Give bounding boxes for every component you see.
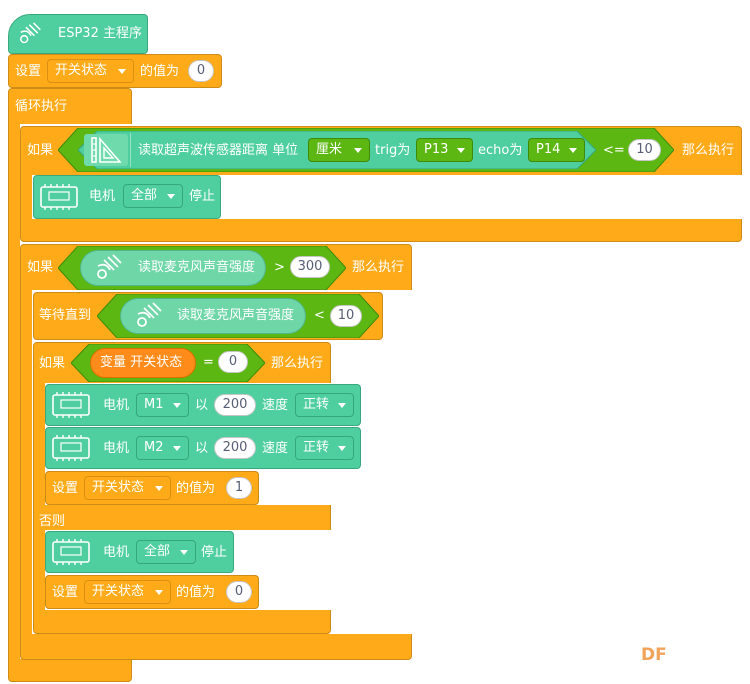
variable-reporter[interactable] <box>90 348 196 378</box>
mic-label-1: 读取麦克风声音强度 <box>138 260 256 275</box>
speed-label: 速度 <box>262 398 289 413</box>
motor-select-value: 全部 <box>131 188 158 203</box>
motor-label: 电机 <box>103 398 130 413</box>
speed-input-m1[interactable]: 200 <box>214 394 256 416</box>
if-1-label: 如果 <box>27 143 54 158</box>
trig-pin-value: P13 <box>424 142 449 157</box>
speed-input-m2[interactable]: 200 <box>214 437 256 459</box>
variable-value: 开关状态 <box>92 584 145 599</box>
if-else-label: 如果 <box>39 356 66 371</box>
motor-select-dropdown-else[interactable]: 全部 <box>136 540 196 564</box>
lt-operator: < <box>314 308 325 323</box>
threshold-input-3[interactable]: 10 <box>330 305 362 327</box>
variable-dropdown[interactable]: 开关状态 <box>47 59 134 83</box>
variable-dropdown[interactable]: 开关状态 <box>84 580 171 604</box>
variable-value: 开关状态 <box>92 480 145 495</box>
signal-wave-icon <box>14 18 48 50</box>
then-label-2: 那么执行 <box>352 260 405 275</box>
echo-pin-dropdown[interactable]: P14 <box>528 138 585 162</box>
signal-wave-icon <box>130 300 170 332</box>
direction-value: 正转 <box>303 440 330 455</box>
ruler-triangle-icon <box>84 134 128 166</box>
threshold-input-2[interactable]: 300 <box>290 256 330 278</box>
compare-value-input[interactable]: 0 <box>218 351 248 373</box>
le-operator: <= <box>603 143 625 158</box>
motor-label: 电机 <box>89 189 116 204</box>
motor-select-value: 全部 <box>144 544 171 559</box>
value-label: 的值为 <box>176 585 216 600</box>
set-value-input[interactable]: 0 <box>226 581 252 603</box>
gt-operator: > <box>274 260 285 275</box>
mic-label-2: 读取麦克风声音强度 <box>177 308 295 323</box>
direction-dropdown-m1[interactable]: 正转 <box>295 393 354 417</box>
then-label-3: 那么执行 <box>271 356 324 371</box>
direction-value: 正转 <box>303 397 330 412</box>
value-label: 的值为 <box>140 64 180 79</box>
trig-pin-dropdown[interactable]: P13 <box>416 138 473 162</box>
signal-wave-icon <box>90 252 130 284</box>
hat-label: ESP32 主程序 <box>58 26 142 41</box>
wait-label: 等待直到 <box>39 308 92 323</box>
motor-select-value: M1 <box>144 397 164 412</box>
else-label: 否则 <box>39 514 66 529</box>
direction-dropdown-m2[interactable]: 正转 <box>295 436 354 460</box>
trig-label: trig为 <box>375 143 411 158</box>
board-icon <box>51 536 91 568</box>
motor-select-dropdown[interactable]: 全部 <box>123 184 183 208</box>
motor-label: 电机 <box>103 441 130 456</box>
unit-value: 厘米 <box>316 142 343 157</box>
motor-select-dropdown-m1[interactable]: M1 <box>136 393 189 417</box>
ultrasonic-label: 读取超声波传感器距离 单位 <box>138 143 299 158</box>
if-2-label: 如果 <box>27 260 54 275</box>
value-label: 的值为 <box>176 481 216 496</box>
speed-label: 速度 <box>262 441 289 456</box>
board-icon <box>39 181 79 213</box>
echo-label: echo为 <box>478 143 523 158</box>
then-label-1: 那么执行 <box>682 143 735 158</box>
eq-operator: = <box>203 355 214 370</box>
with-label: 以 <box>195 398 209 413</box>
motor-select-dropdown-m2[interactable]: M2 <box>136 436 189 460</box>
motor-label: 电机 <box>103 545 130 560</box>
set-value-input[interactable]: 0 <box>188 60 214 82</box>
unit-dropdown[interactable]: 厘米 <box>308 138 370 162</box>
stop-label: 停止 <box>189 189 216 204</box>
set-value-input[interactable]: 1 <box>226 477 252 499</box>
loop-label: 循环执行 <box>15 99 68 114</box>
with-label: 以 <box>195 441 209 456</box>
echo-pin-value: P14 <box>536 142 561 157</box>
threshold-input-1[interactable]: 10 <box>628 139 661 161</box>
set-label: 设置 <box>52 585 79 600</box>
set-label: 设置 <box>52 481 79 496</box>
board-icon <box>51 389 91 421</box>
icon-divider <box>130 133 131 167</box>
set-label: 设置 <box>15 64 42 79</box>
hat-block[interactable] <box>8 14 148 54</box>
variable-value: 开关状态 <box>55 63 108 78</box>
variable-dropdown[interactable]: 开关状态 <box>84 476 171 500</box>
motor-select-value: M2 <box>144 440 164 455</box>
stop-label: 停止 <box>201 545 228 560</box>
board-icon <box>51 432 91 464</box>
variable-label: 变量 开关状态 <box>100 355 183 370</box>
watermark-logo: DF <box>641 645 667 665</box>
